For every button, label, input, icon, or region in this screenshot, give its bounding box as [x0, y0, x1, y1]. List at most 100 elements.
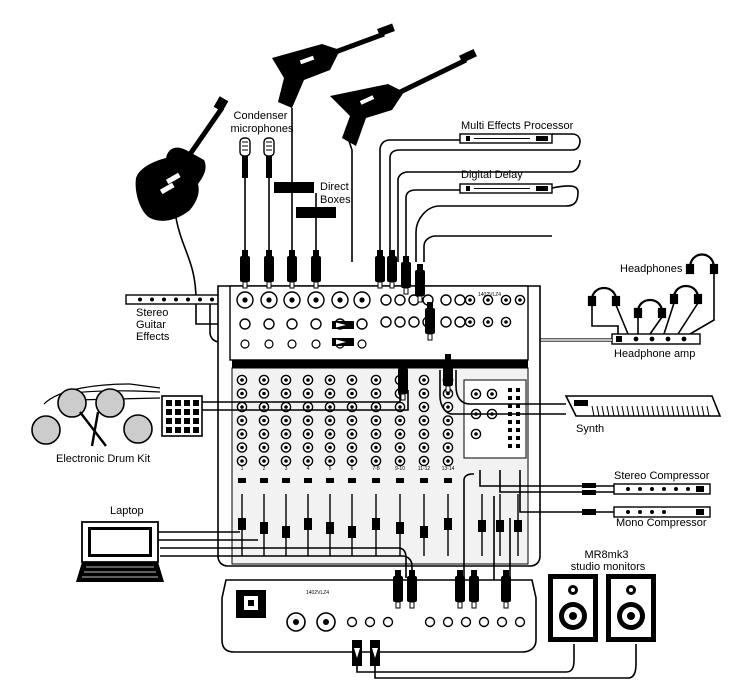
compressor-cables	[463, 470, 614, 580]
synth-key	[676, 405, 680, 417]
channel-knob	[370, 415, 382, 426]
line-jack	[263, 318, 275, 330]
line-jack	[356, 318, 368, 330]
effects-send-return-cables	[379, 133, 581, 262]
channel-knob	[258, 388, 270, 399]
rear-jack	[460, 616, 472, 628]
channel-number-label: 1	[241, 466, 244, 472]
drum-pad	[175, 418, 181, 424]
channel-number-label: 6	[351, 466, 354, 472]
rear-jack	[478, 616, 490, 628]
synth-key	[656, 405, 660, 417]
aux-jack	[394, 316, 406, 328]
stereo-guitar-effects-label: Stereo Guitar Effects	[136, 307, 171, 343]
master-knob	[470, 388, 482, 400]
rear-jack	[442, 616, 454, 628]
main-output-plugs	[352, 640, 380, 666]
fader-cap	[304, 518, 312, 530]
line-jack	[310, 318, 322, 330]
channel-knob	[418, 455, 430, 467]
channel-knob	[370, 455, 382, 467]
channel-knob	[324, 374, 336, 386]
synth-key	[681, 405, 685, 417]
channel-knob	[280, 388, 292, 399]
insert-jack	[287, 339, 297, 349]
channel-knob	[258, 415, 270, 426]
mute-button	[348, 478, 356, 483]
laptop-label: Laptop	[110, 505, 144, 517]
synth-key	[626, 405, 630, 417]
channel-knob	[236, 455, 248, 467]
channel-knob	[370, 428, 382, 440]
direct-box-1	[274, 182, 314, 193]
mute-button	[282, 478, 290, 483]
meter-led	[516, 436, 520, 440]
master-fader-cap	[514, 520, 522, 532]
rear-jack	[514, 616, 526, 628]
channel-number-label: 3	[285, 466, 288, 472]
channel-knob	[280, 428, 292, 440]
condenser-microphone-2	[263, 137, 275, 178]
synth-key	[646, 405, 650, 417]
direct-boxes-label: Direct Boxes	[320, 181, 352, 206]
channel-knob	[442, 455, 454, 467]
drum-pad	[184, 418, 190, 424]
aux-master-knob	[464, 316, 476, 328]
mute-button	[304, 478, 312, 483]
aux-master-knob	[482, 294, 494, 306]
studio-monitor-right	[606, 574, 656, 642]
xlr-jack-pin	[359, 297, 365, 303]
multi-effects-processor	[459, 133, 553, 144]
headphone-cables	[591, 273, 715, 335]
channel-knob	[418, 428, 430, 440]
fader-cap	[420, 526, 428, 538]
digital-delay	[459, 183, 553, 194]
synth-cables	[439, 370, 566, 415]
headphone-amp-label: Headphone amp	[614, 348, 695, 360]
drum-pad	[175, 400, 181, 406]
channel-number-label: 13-14	[442, 466, 455, 472]
synth-key	[661, 405, 665, 417]
synth-key	[651, 405, 655, 417]
master-knob	[470, 428, 482, 440]
synth-key	[641, 405, 645, 417]
meter-led	[508, 404, 512, 408]
channel-knob	[346, 455, 358, 467]
channel-knob	[418, 401, 430, 413]
meter-led	[516, 420, 520, 424]
channel-knob	[418, 415, 430, 426]
channel-knob	[302, 428, 314, 440]
channel-knob	[370, 388, 382, 399]
rear-jack	[346, 616, 358, 628]
channel-knob	[302, 388, 314, 399]
mono-compressor	[613, 506, 711, 518]
channel-number-label: 11-12	[418, 466, 431, 472]
channel-knob	[370, 442, 382, 453]
channel-knob	[442, 428, 454, 440]
channel-knob	[442, 442, 454, 453]
synth-key	[671, 405, 675, 417]
synth-key	[631, 405, 635, 417]
channel-knob	[302, 374, 314, 386]
mute-button	[420, 478, 428, 483]
headphones-label: Headphones	[620, 263, 683, 275]
xlr-jack-pin	[289, 297, 295, 303]
laptop	[76, 521, 164, 582]
insert-jack	[311, 339, 321, 349]
channel-knob	[346, 428, 358, 440]
synth-key	[611, 405, 615, 417]
channel-number-label: 5	[329, 466, 332, 472]
channel-knob	[236, 442, 248, 453]
rear-jack	[382, 616, 394, 628]
aux-jack	[380, 294, 392, 306]
mixer-rear-model-label: 1402VLZ4	[306, 590, 329, 596]
meter-led	[508, 388, 512, 392]
mute-button	[444, 478, 452, 483]
meter-led	[516, 428, 520, 432]
channel-knob	[324, 455, 336, 467]
xlr-jack-pin	[266, 297, 272, 303]
electronic-drum-kit	[31, 383, 203, 447]
mute-button	[260, 478, 268, 483]
insert-jack	[240, 339, 250, 349]
channel-number-label: 2	[263, 466, 266, 472]
